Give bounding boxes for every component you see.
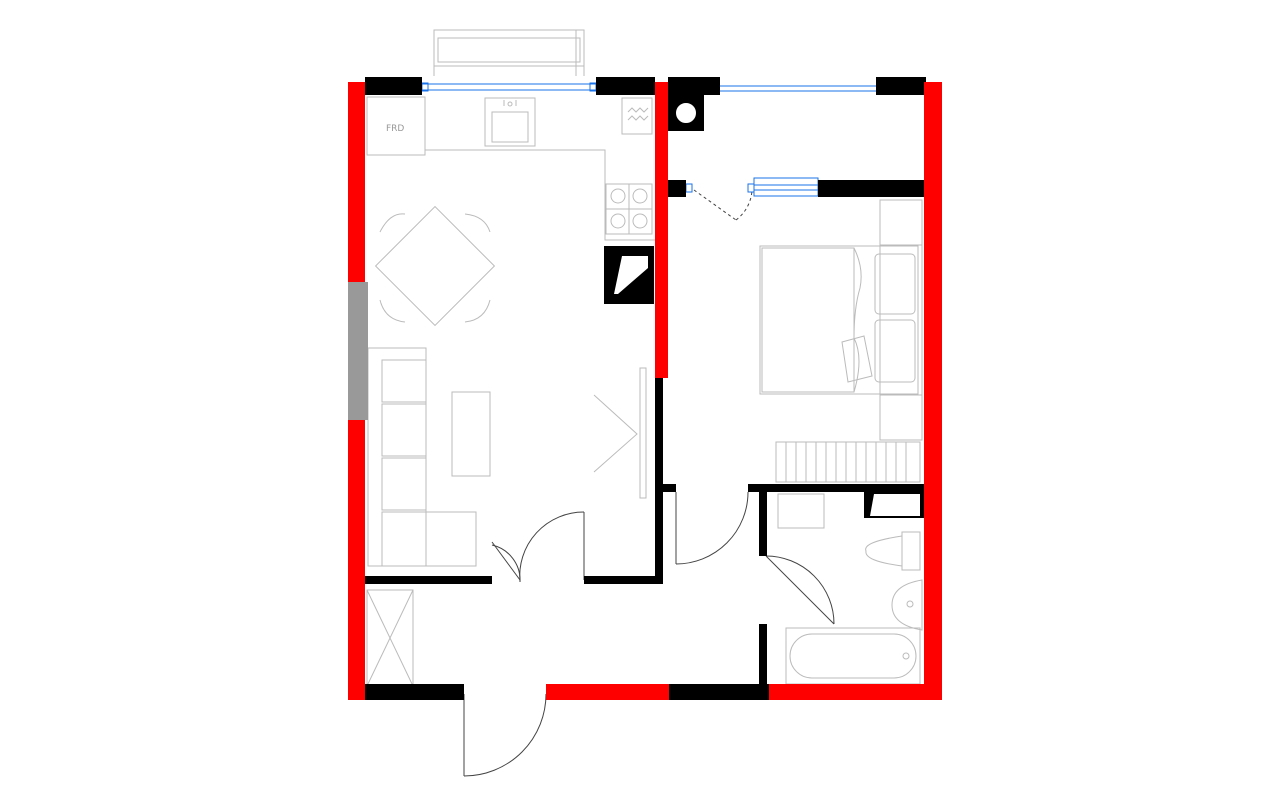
entrance-door xyxy=(463,693,547,777)
stove-icon xyxy=(605,183,653,235)
wall-segment xyxy=(596,77,655,95)
bearing-wall xyxy=(769,684,924,700)
fridge-icon xyxy=(366,96,426,156)
door-layer xyxy=(463,189,835,777)
bathroom-door xyxy=(765,555,835,625)
radiator xyxy=(775,441,921,483)
bearing-wall xyxy=(348,82,365,282)
coffee-table xyxy=(451,391,491,477)
kitchen-window xyxy=(421,82,597,92)
tv-unit xyxy=(593,367,647,499)
double-bed-icon xyxy=(759,245,919,395)
kitchen-sink-icon xyxy=(484,97,536,147)
wall-segment xyxy=(365,684,464,700)
wall-segment xyxy=(748,484,924,492)
toilet-icon xyxy=(865,531,921,571)
column xyxy=(348,282,368,420)
furniture-layer xyxy=(366,29,923,687)
wall-segment xyxy=(876,77,926,95)
shaft-cutouts xyxy=(614,256,920,516)
wall-segment xyxy=(759,492,767,556)
wall-segment xyxy=(663,484,676,492)
balcony-bench xyxy=(433,29,585,76)
wall-segment xyxy=(818,180,924,197)
sofa xyxy=(367,347,477,567)
kitchen-counter xyxy=(424,97,655,241)
bearing-wall xyxy=(348,420,365,700)
hall-wardrobe xyxy=(366,589,414,687)
wall-segment xyxy=(668,180,686,197)
washing-machine-icon xyxy=(777,493,825,529)
balcony-window xyxy=(720,85,876,92)
bearing-wall xyxy=(546,684,669,700)
wall-segment xyxy=(759,624,767,700)
wall-segment xyxy=(365,77,422,95)
dining-table xyxy=(374,205,496,327)
bathtub-icon xyxy=(785,627,921,685)
wall-segment xyxy=(655,378,663,584)
bearing-wall xyxy=(924,82,942,700)
washbasin-icon xyxy=(891,579,923,631)
bearing-walls xyxy=(348,82,942,700)
wall-segment xyxy=(365,576,492,584)
windows-layer xyxy=(421,82,876,197)
wall-segment xyxy=(669,684,769,700)
wall-segment xyxy=(584,576,663,584)
wall-segment xyxy=(668,77,720,95)
bearing-wall xyxy=(655,82,668,378)
bedroom-door xyxy=(675,491,749,565)
fridge-label: FRD xyxy=(386,124,404,134)
duct-icon xyxy=(668,95,704,131)
dishwasher-icon xyxy=(621,97,653,135)
living-room-door xyxy=(491,511,585,583)
balcony-door xyxy=(693,189,753,221)
